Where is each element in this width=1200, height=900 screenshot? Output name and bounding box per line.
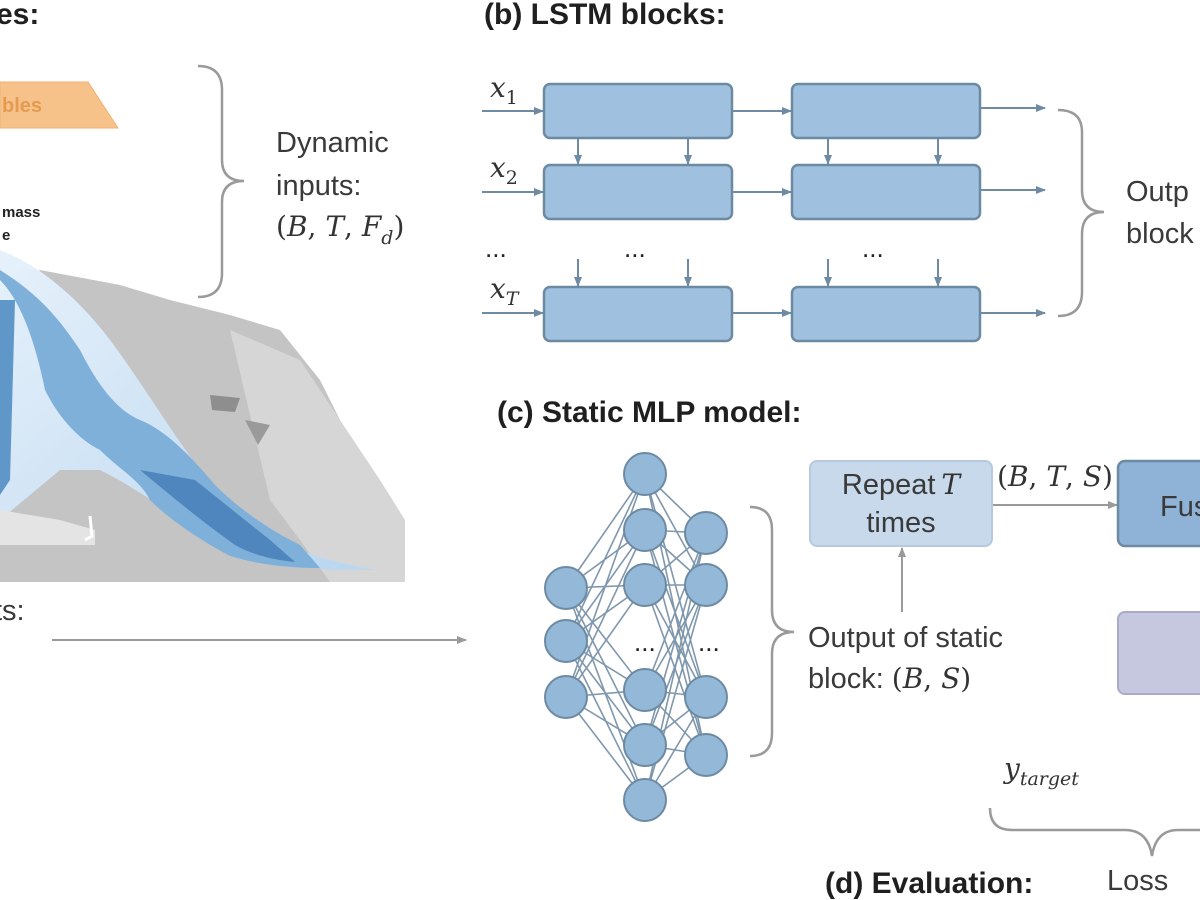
glacier-left	[0, 300, 15, 495]
panel-a-heading-fragment: es:	[0, 0, 39, 31]
variables-tag: bles	[0, 81, 119, 129]
repeat-line2: times	[866, 507, 935, 539]
mlp-edge	[565, 473, 646, 642]
mlp-node-layer-3	[684, 733, 728, 777]
input-x1-label: x1	[490, 71, 518, 109]
lstm-cell-2-1	[542, 163, 734, 221]
target-label: ytarget	[1002, 752, 1079, 790]
input-xT-label: xT	[490, 272, 520, 310]
mlp-ellipsis-1: ...	[634, 627, 656, 657]
mlp-edge	[565, 584, 646, 698]
mlp-network	[544, 452, 728, 822]
mlp-edge	[565, 473, 646, 589]
panel-d-heading: (d) Evaluation:	[825, 867, 1033, 900]
mlp-node-layer-2	[623, 508, 667, 552]
mlp-edge	[565, 529, 646, 698]
mlp-node-layer-3	[684, 563, 728, 607]
panel-b-heading: (b) LSTM blocks:	[484, 0, 726, 31]
glacier-ice	[0, 250, 375, 570]
mlp-output-line1: Output of static	[808, 622, 1003, 654]
repeat-line1-text: Repeat	[842, 469, 936, 501]
prediction-box	[1117, 611, 1200, 695]
loss-label: Loss	[1107, 865, 1168, 897]
repeat-output-shape: (B, T, S)	[997, 460, 1113, 493]
mlp-ellipsis-2: ...	[698, 627, 720, 657]
dynamic-inputs-brace	[197, 64, 245, 299]
dynamic-inputs-line2: inputs:	[276, 170, 361, 202]
mlp-output-line2: block:(B, S)	[808, 662, 971, 695]
variables-tag-label: bles	[2, 95, 42, 117]
mlp-node-layer-1	[544, 675, 588, 719]
repeat-box	[809, 460, 993, 547]
mlp-node-layer-3	[684, 675, 728, 719]
mlp-node-layer-2	[623, 452, 667, 496]
mlp-node-layer-1	[544, 566, 588, 610]
lstm-ellipsis-1: ...	[624, 233, 646, 263]
mlp-output-brace	[749, 505, 795, 758]
mlp-node-layer-1	[544, 619, 588, 663]
lstm-output-line1: Outp	[1126, 176, 1189, 208]
mlp-node-layer-2	[623, 563, 667, 607]
repeat-line1-var: T	[941, 468, 962, 501]
panel-c-heading: (c) Static MLP model:	[497, 396, 801, 429]
mountain-shadow	[210, 395, 240, 412]
mlp-edge	[644, 532, 707, 691]
input-x2-label: x2	[490, 151, 518, 189]
e-label: e	[2, 227, 10, 244]
mlp-node-layer-2	[623, 723, 667, 767]
mlp-node-layer-2	[623, 668, 667, 712]
glacier-crevasses	[0, 270, 320, 568]
mlp-node-layer-3	[684, 511, 728, 555]
glacier-deep	[140, 470, 295, 562]
fusion-label: Fus	[1160, 491, 1200, 523]
mountain-shadow-2	[245, 420, 270, 445]
loss-brace	[988, 807, 1200, 857]
dynamic-inputs-line1: Dynamic	[276, 127, 389, 159]
mlp-output-line2-text: block:	[808, 663, 884, 695]
lstm-cell-1-2	[790, 82, 982, 140]
dynamic-inputs-shape: (B, T, Fd)	[276, 210, 404, 249]
glacier-illustration	[0, 250, 405, 582]
mountain-rock-light	[230, 330, 405, 582]
input-ellipsis: ...	[485, 233, 507, 263]
lstm-output-brace	[1057, 108, 1105, 318]
mlp-node-layer-2	[623, 778, 667, 822]
orange-tag-shape	[0, 81, 119, 129]
lstm-cell-T-1	[542, 285, 734, 343]
fusion-box	[1116, 459, 1200, 548]
lstm-cell-2-2	[790, 163, 982, 221]
lstm-ellipsis-2: ...	[862, 233, 884, 263]
mass-label: mass	[2, 204, 40, 221]
lstm-cell-1-1	[542, 82, 734, 140]
glacier-bracket	[84, 515, 94, 542]
glacier-tongue	[0, 510, 95, 545]
mlp-edge	[565, 473, 646, 698]
panel-a-bottom-fragment: ts:	[0, 595, 25, 627]
lstm-output-line2: block	[1126, 218, 1194, 250]
lstm-cell-T-2	[790, 285, 982, 343]
